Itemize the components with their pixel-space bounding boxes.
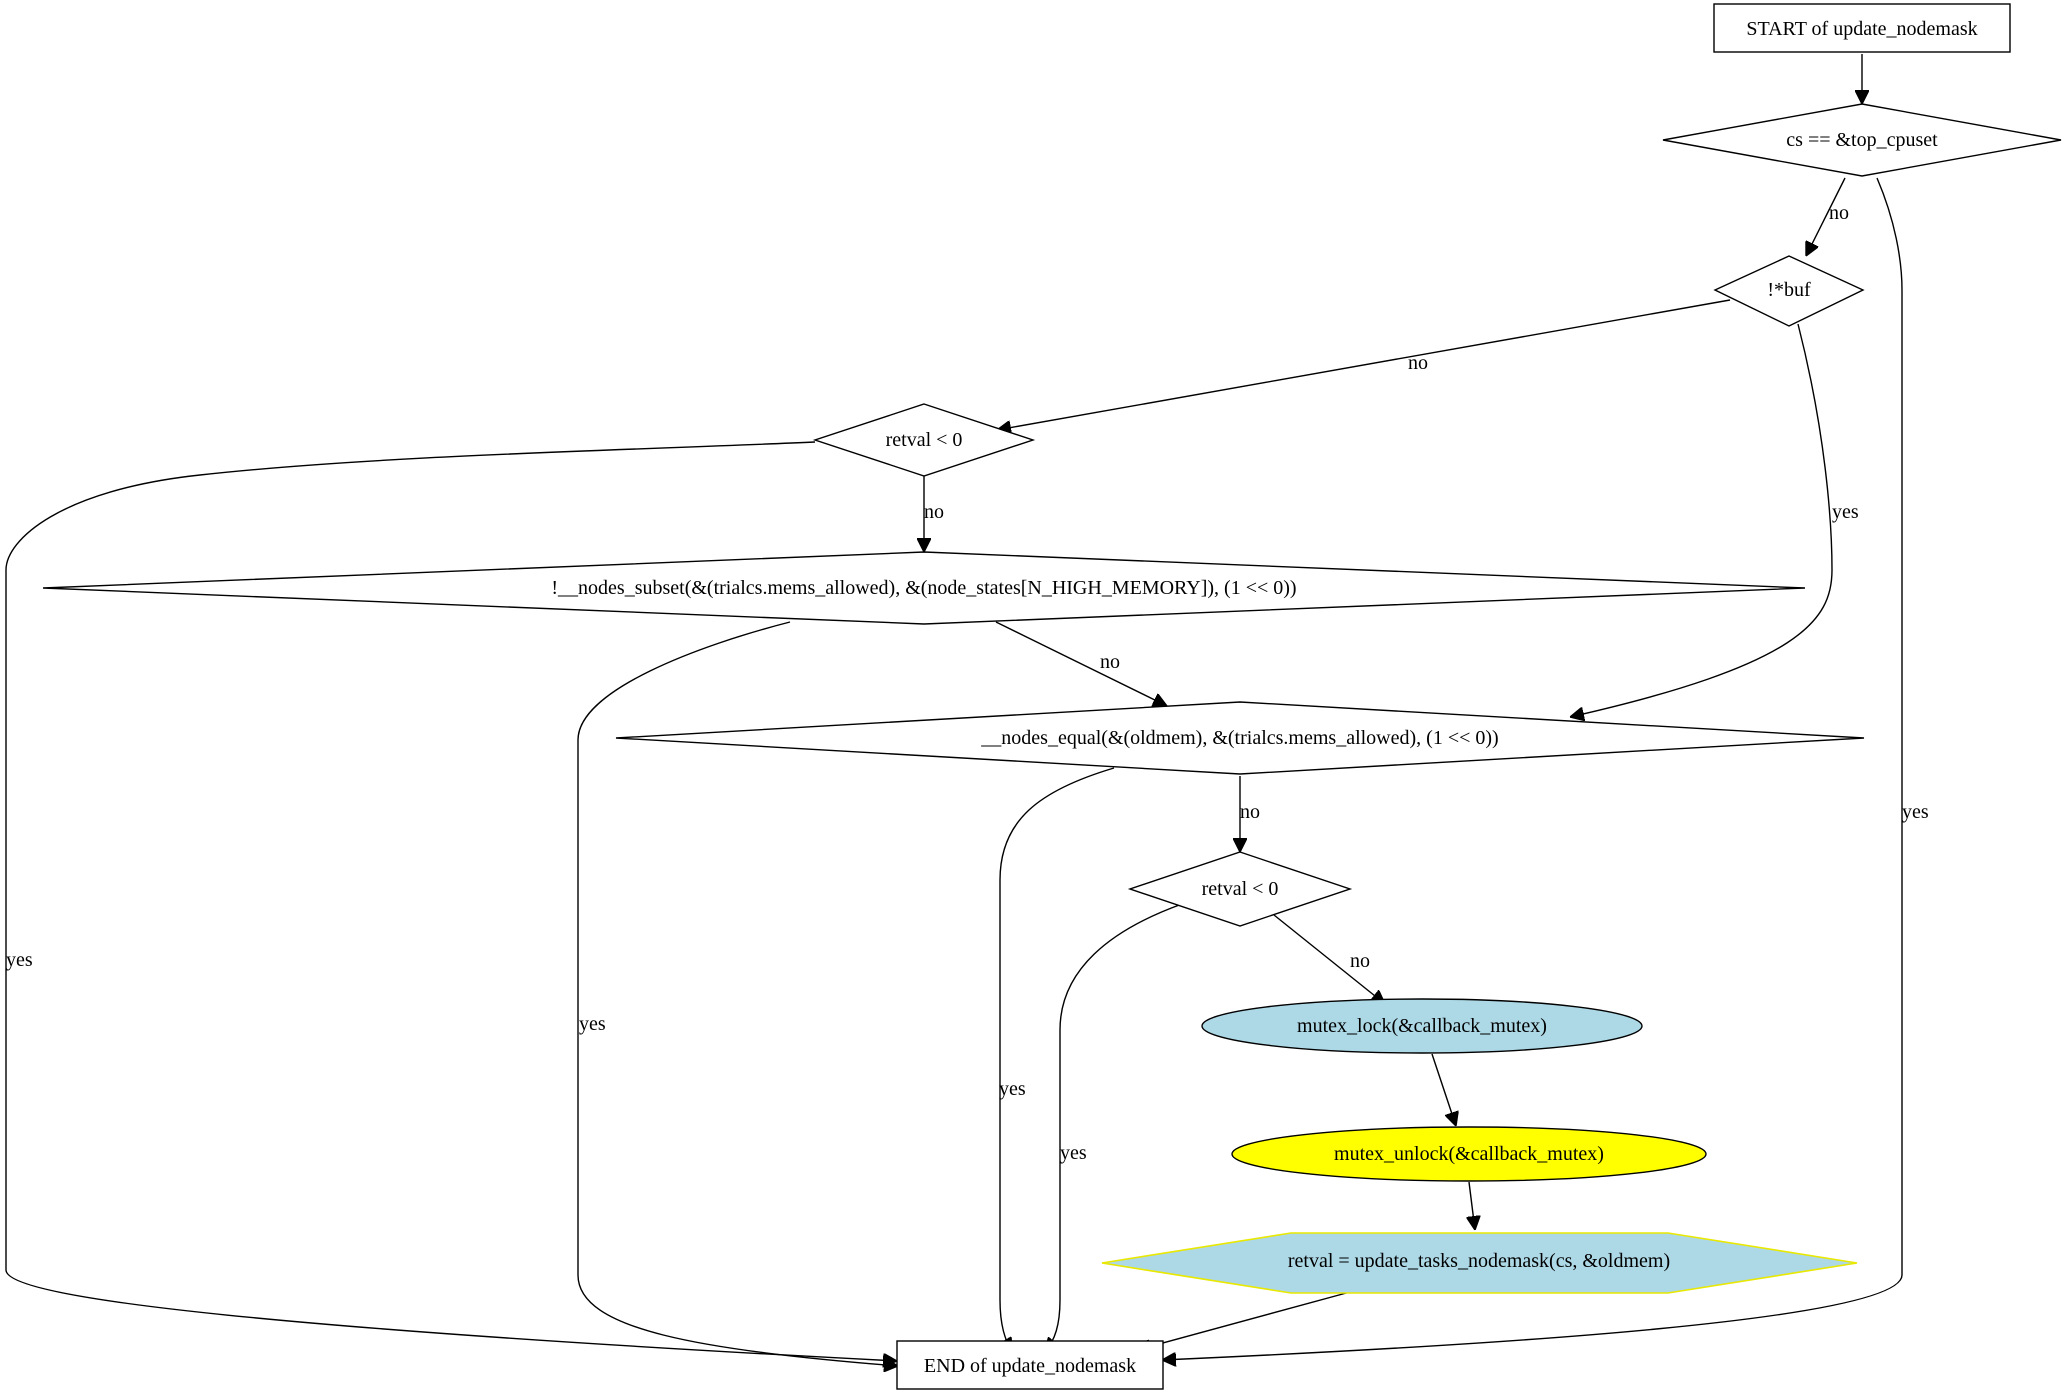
node-lock: mutex_lock(&callback_mutex) [1201,998,1643,1054]
node-unlock: mutex_unlock(&callback_mutex) [1231,1126,1707,1182]
node-cs-top-label: cs == &top_cpuset [1786,129,1938,151]
node-end: END of update_nodemask [896,1340,1164,1390]
edge-retval2-to-end [1045,903,1183,1352]
edge-label-r2-no: no [1350,950,1370,972]
node-end-label: END of update_nodemask [924,1355,1136,1377]
edge-cs-top-to-end [1162,177,1903,1360]
edge-label-r2-yes: yes [1060,1142,1087,1164]
node-buf: !*buf [1713,255,1865,327]
node-buf-diamond [1713,255,1865,327]
node-equal-diamond [615,701,1865,775]
edge-label-r1-no: no [924,501,944,523]
edge-equal-to-end [1000,767,1115,1352]
node-subset-diamond [42,551,1806,625]
edge-retval1-to-end [5,441,897,1361]
edge-subset-to-equal [995,621,1167,706]
node-retval1: retval < 0 [812,403,1036,477]
node-buf-label: !*buf [1767,279,1811,301]
edge-buf-to-retval1 [997,299,1731,430]
edge-subset-to-end [577,621,898,1366]
node-end-box [896,1340,1164,1390]
node-retval2: retval < 0 [1127,851,1353,927]
node-cs-top: cs == &top_cpuset [1662,103,2062,177]
node-unlock-ellipse [1231,1126,1707,1182]
node-start-label: START of update_nodemask [1746,18,1977,40]
node-start: START of update_nodemask [1713,3,2011,53]
node-subset: !__nodes_subset(&(trialcs.mems_allowed),… [42,551,1806,625]
edge-label-buf-no: no [1408,352,1428,374]
node-lock-ellipse [1201,998,1643,1054]
node-retval1-diamond [812,403,1036,477]
edge-label-eq-yes: yes [999,1078,1026,1100]
node-retval2-diamond [1127,851,1353,927]
edge-label-cs-yes: yes [1902,801,1929,823]
node-unlock-label: mutex_unlock(&callback_mutex) [1334,1143,1604,1165]
edge-retval2-to-lock [1273,914,1385,1004]
node-tasks-label: retval = update_tasks_nodemask(cs, &oldm… [1288,1250,1670,1272]
edge-lock-to-unlock [1431,1053,1456,1126]
node-lock-label: mutex_lock(&callback_mutex) [1297,1015,1547,1037]
edge-label-r1-yes: yes [6,949,33,971]
edge-unlock-to-tasks [1469,1181,1475,1230]
node-cs-top-diamond [1662,103,2062,177]
node-equal: __nodes_equal(&(oldmem), &(trialcs.mems_… [615,701,1865,775]
edge-tasks-to-end [1137,1291,1351,1350]
edge-label-sub-yes: yes [579,1013,606,1035]
edge-label-buf-yes: yes [1832,501,1859,523]
node-start-box [1713,3,2011,53]
node-retval2-label: retval < 0 [1202,878,1279,900]
edge-label-eq-no: no [1240,801,1260,823]
edges [5,54,1903,1366]
edge-labels: no yes no yes no yes no yes no yes no ye… [6,202,1929,1164]
edge-label-cs-no: no [1829,202,1849,224]
node-tasks-hexagon [1101,1232,1858,1294]
node-equal-label: __nodes_equal(&(oldmem), &(trialcs.mems_… [980,727,1498,749]
edge-cs-top-to-buf [1806,177,1846,256]
edge-buf-to-equal [1570,323,1833,717]
edge-label-sub-no: no [1100,651,1120,673]
node-subset-label: !__nodes_subset(&(trialcs.mems_allowed),… [551,577,1296,599]
node-retval1-label: retval < 0 [886,429,963,451]
node-tasks: retval = update_tasks_nodemask(cs, &oldm… [1101,1232,1858,1294]
